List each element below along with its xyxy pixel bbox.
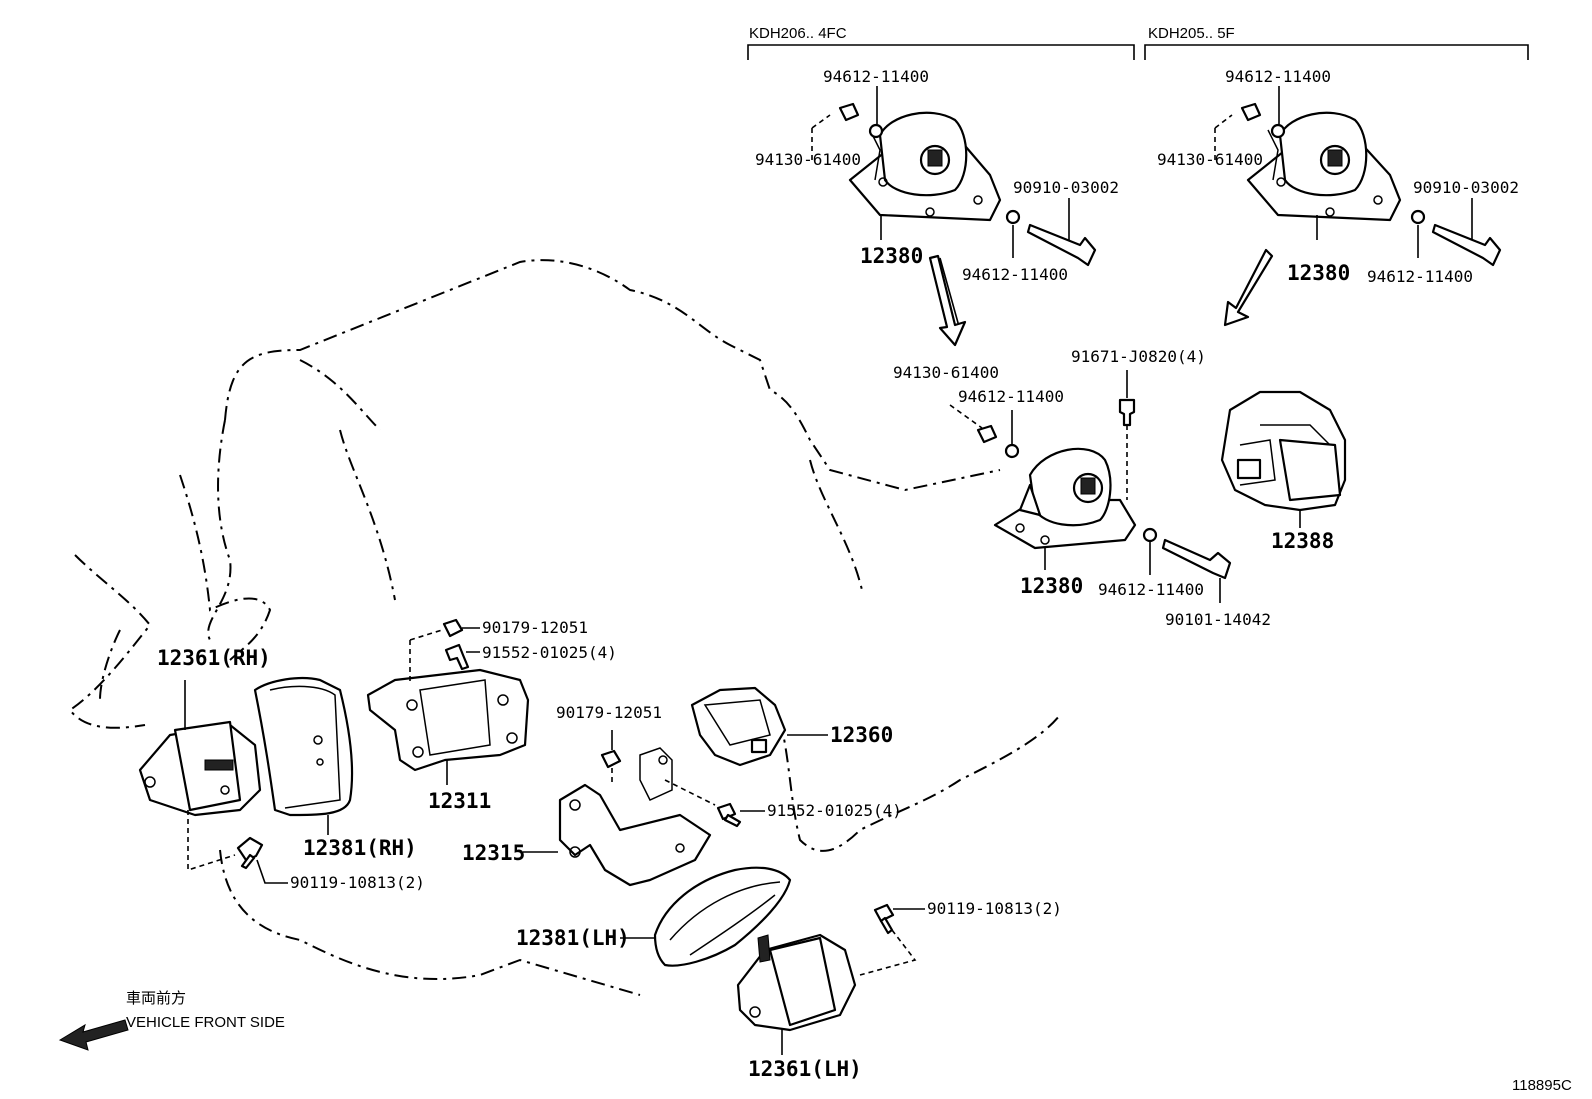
nut-90179-b bbox=[600, 749, 622, 769]
callout-12381-lh: 12381(LH) bbox=[516, 926, 630, 950]
washer-left-top2 bbox=[1005, 209, 1021, 225]
callout-94612-mid2: 94612-11400 bbox=[1098, 580, 1204, 599]
variant-right-label: KDH205.. 5F bbox=[1148, 25, 1235, 42]
cover-12381-rh bbox=[253, 676, 354, 817]
washer-mid2 bbox=[1142, 527, 1158, 543]
flywheel-outline bbox=[68, 474, 272, 729]
bolt-90119-rh bbox=[236, 836, 264, 870]
bracket-12360 bbox=[690, 686, 787, 767]
callout-91671-mid: 91671-J0820(4) bbox=[1071, 347, 1206, 366]
engine-outline bbox=[207, 259, 1061, 996]
callout-94130-left-top: 94130-61400 bbox=[755, 150, 861, 169]
nut-left-top bbox=[838, 102, 860, 122]
crossmember-12388 bbox=[1220, 390, 1347, 512]
mount-12380-right bbox=[1246, 111, 1402, 222]
cover-12381-lh bbox=[653, 866, 792, 967]
callout-12361-rh: 12361(RH) bbox=[157, 646, 271, 670]
callout-12361-lh: 12361(LH) bbox=[748, 1057, 862, 1081]
washer-right-top bbox=[1270, 123, 1286, 139]
variant-bracket-right: KDH205.. 5F bbox=[1144, 25, 1529, 60]
mount-12380-left bbox=[848, 111, 1002, 222]
callout-12360: 12360 bbox=[830, 723, 893, 747]
nut-mid bbox=[976, 424, 998, 444]
vehicle-front-indicator: 車両前方 VEHICLE FRONT SIDE bbox=[58, 990, 285, 1051]
callout-94612-mid: 94612-11400 bbox=[958, 387, 1064, 406]
callout-94612-left-top2: 94612-11400 bbox=[962, 265, 1068, 284]
mount-12380-mid bbox=[993, 447, 1137, 550]
callout-12380-right-top: 12380 bbox=[1287, 261, 1350, 285]
nut-right-top bbox=[1240, 102, 1262, 122]
callout-90910-right-top: 90910-03002 bbox=[1413, 178, 1519, 197]
nut-90179-a bbox=[442, 618, 464, 638]
bolt-91552-b bbox=[716, 802, 742, 828]
callout-94612-right-top2: 94612-11400 bbox=[1367, 267, 1473, 286]
callout-12381-rh: 12381(RH) bbox=[303, 836, 417, 860]
callout-12311: 12311 bbox=[428, 789, 491, 813]
bolt-left-top bbox=[1026, 223, 1097, 267]
bolt-90101-mid bbox=[1161, 538, 1232, 580]
callout-90910-left-top: 90910-03002 bbox=[1013, 178, 1119, 197]
bolt-91552-a bbox=[444, 643, 470, 671]
bolt-right-top bbox=[1431, 223, 1502, 267]
callout-90179-a: 90179-12051 bbox=[482, 618, 588, 637]
washer-mid bbox=[1004, 443, 1020, 459]
callout-12380-left-top: 12380 bbox=[860, 244, 923, 268]
callout-90119-rh: 90119-10813(2) bbox=[290, 873, 425, 892]
diagram-reference: 118895C bbox=[1512, 1077, 1572, 1094]
bracket-12311 bbox=[366, 668, 530, 772]
callout-94612-left-top: 94612-11400 bbox=[823, 67, 929, 86]
callout-91552-b: 91552-01025(4) bbox=[767, 801, 902, 820]
callout-90101-mid: 90101-14042 bbox=[1165, 610, 1271, 629]
direction-english: VEHICLE FRONT SIDE bbox=[126, 1014, 285, 1031]
callout-94130-mid: 94130-61400 bbox=[893, 363, 999, 382]
variant-left-label: KDH206.. 4FC bbox=[749, 25, 847, 42]
bracket-12315 bbox=[558, 747, 712, 887]
callout-90119-lh: 90119-10813(2) bbox=[927, 899, 1062, 918]
callout-12388: 12388 bbox=[1271, 529, 1334, 553]
bolt-90119-lh bbox=[873, 903, 895, 935]
washer-left-top bbox=[868, 123, 884, 139]
bolt-91671-mid bbox=[1118, 398, 1136, 427]
insulator-12361-lh bbox=[736, 933, 857, 1032]
variant-bracket-left: KDH206.. 4FC bbox=[747, 25, 1135, 60]
callout-94130-right-top: 94130-61400 bbox=[1157, 150, 1263, 169]
callout-12315: 12315 bbox=[462, 841, 525, 865]
washer-right-top2 bbox=[1410, 209, 1426, 225]
front-arrow-icon bbox=[58, 1019, 129, 1051]
callout-90179-b: 90179-12051 bbox=[556, 703, 662, 722]
direction-japanese: 車両前方 bbox=[126, 990, 186, 1007]
callout-91552-a: 91552-01025(4) bbox=[482, 643, 617, 662]
callout-12380-mid: 12380 bbox=[1020, 574, 1083, 598]
insulator-12361-rh bbox=[138, 720, 262, 817]
callout-94612-right-top: 94612-11400 bbox=[1225, 67, 1331, 86]
